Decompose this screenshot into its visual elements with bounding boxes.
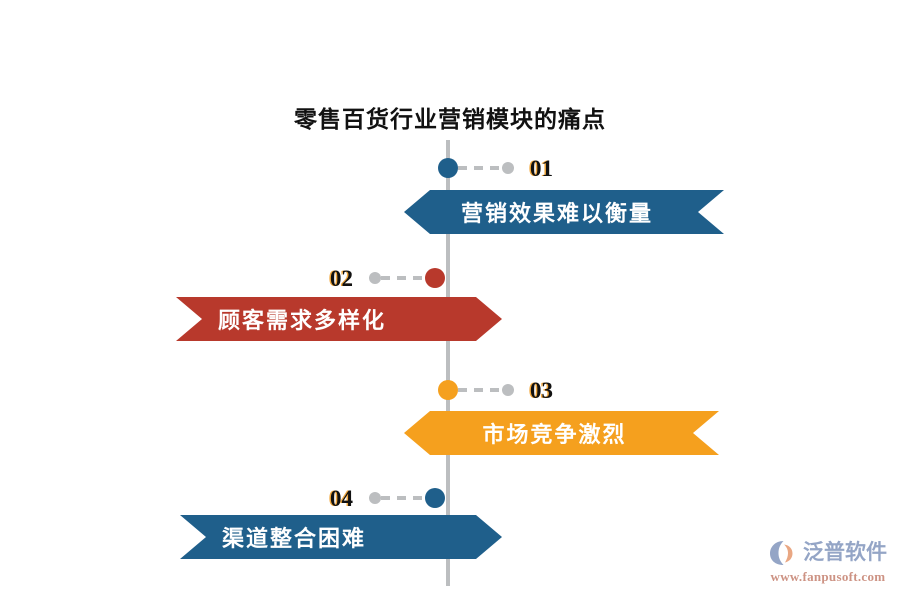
timeline-node-dot[interactable] (438, 380, 458, 400)
pain-point-banner[interactable]: 渠道整合困难 (180, 515, 502, 559)
dashed-connector-line (381, 276, 425, 280)
step-number: 03 (530, 377, 553, 403)
watermark-url: www.fanpusoft.com (770, 568, 886, 584)
connector-end-dot (369, 492, 381, 504)
pain-point-label: 营销效果难以衡量 (460, 201, 653, 226)
dashed-connector-line (458, 166, 502, 170)
fanpu-logo-icon (769, 540, 799, 566)
pain-point-label: 市场竞争激烈 (482, 422, 627, 447)
timeline-connector: 01 (438, 155, 553, 181)
timeline-node-dot[interactable] (425, 488, 445, 508)
watermark: 泛普软件 www.fanpusoft.com (762, 536, 894, 588)
timeline-spine (446, 140, 450, 586)
pain-point-banner[interactable]: 顾客需求多样化 (176, 297, 502, 341)
step-number: 01 (530, 155, 553, 181)
pain-point-label: 渠道整合困难 (222, 526, 367, 551)
pain-point-banner[interactable]: 市场竞争激烈 (404, 411, 719, 455)
timeline-connector: 02 (330, 265, 445, 291)
connector-end-dot (502, 384, 514, 396)
watermark-row: 泛普软件 (769, 540, 887, 566)
timeline-connector: 03 (438, 377, 553, 403)
step-number: 04 (330, 485, 353, 511)
step-number: 02 (330, 265, 353, 291)
timeline-connector: 04 (330, 485, 445, 511)
timeline-node-dot[interactable] (438, 158, 458, 178)
pain-point-banner[interactable]: 营销效果难以衡量 (404, 190, 724, 234)
dashed-connector-line (381, 496, 425, 500)
page-title: 零售百货行业营销模块的痛点 (294, 106, 606, 132)
connector-end-dot (502, 162, 514, 174)
watermark-brand: 泛普软件 (803, 541, 887, 564)
dashed-connector-line (458, 388, 502, 392)
timeline-node-dot[interactable] (425, 268, 445, 288)
connector-end-dot (369, 272, 381, 284)
pain-point-label: 顾客需求多样化 (218, 308, 387, 333)
